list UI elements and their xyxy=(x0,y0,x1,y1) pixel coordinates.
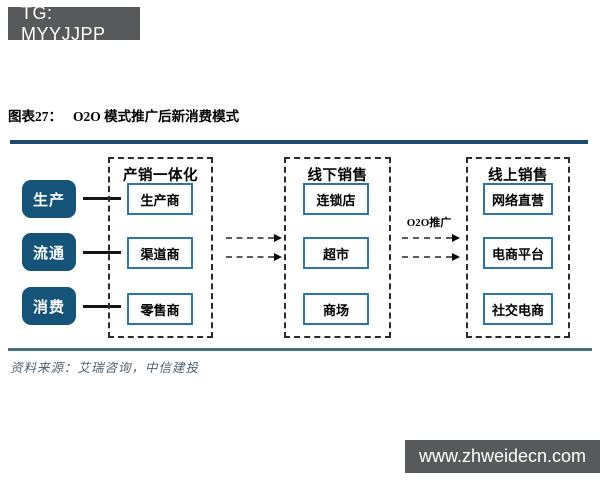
node-social-ecommerce: 社交电商 xyxy=(483,293,553,325)
dashed-arrow xyxy=(402,253,460,261)
node-retailer: 零售商 xyxy=(127,293,193,325)
figure-number: 图表27： xyxy=(8,109,62,124)
stage-node-consumption: 消费 xyxy=(22,287,76,325)
connector-line xyxy=(83,305,121,308)
tg-contact-badge: TG: MYYJJPP xyxy=(8,3,140,44)
node-chain-store: 连锁店 xyxy=(303,183,369,215)
group-title: 线上销售 xyxy=(488,168,548,184)
node-ecommerce-platform: 电商平台 xyxy=(483,237,553,269)
group-title: 线下销售 xyxy=(307,168,368,184)
figure-title: 图表27： O2O 模式推广后新消费模式 xyxy=(8,105,239,125)
node-supermarket: 超市 xyxy=(303,237,369,269)
connector-line xyxy=(83,197,121,200)
top-rule xyxy=(10,140,588,144)
website-badge: www.zhweidecn.com xyxy=(405,440,600,473)
figure-title-text: O2O 模式推广后新消费模式 xyxy=(73,109,240,124)
node-mall: 商场 xyxy=(303,293,369,325)
dashed-arrow xyxy=(226,253,282,261)
group-title: 产销一体化 xyxy=(123,168,198,184)
group-online-sales: 线上销售 网络直营 电商平台 社交电商 xyxy=(466,157,570,338)
node-producer: 生产商 xyxy=(127,183,193,215)
stage-node-circulation: 流通 xyxy=(22,233,76,271)
stage-node-production: 生产 xyxy=(22,180,76,218)
group-production-sales-integration: 产销一体化 生产商 渠道商 零售商 xyxy=(108,157,213,338)
dashed-arrow xyxy=(226,234,282,242)
bottom-rule xyxy=(8,348,592,351)
node-distributor: 渠道商 xyxy=(127,237,193,269)
connector-line xyxy=(83,251,121,254)
data-source-note: 资料来源：艾瑞咨询，中信建投 xyxy=(10,361,200,375)
dashed-arrow xyxy=(402,234,460,242)
group-offline-sales: 线下销售 连锁店 超市 商场 xyxy=(284,157,391,338)
o2o-promotion-label: O2O推广 xyxy=(406,217,452,229)
node-direct-online: 网络直营 xyxy=(483,183,553,215)
